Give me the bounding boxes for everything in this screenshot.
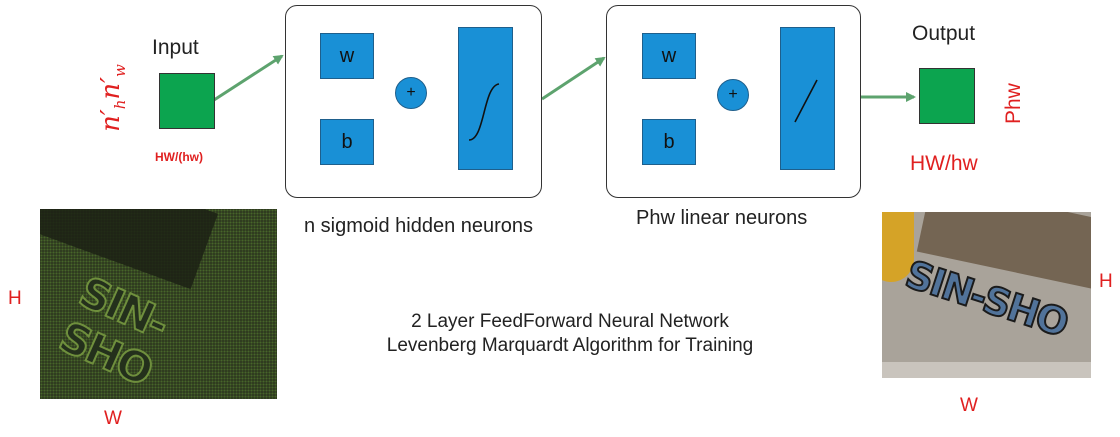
description-line-2: Levenberg Marquardt Algorithm for Traini… bbox=[386, 335, 754, 356]
output-title: Output bbox=[912, 22, 976, 45]
input-size-label: HW/(hw) bbox=[155, 150, 203, 164]
left-image-height-label: H bbox=[8, 288, 22, 309]
input-title: Input bbox=[152, 36, 199, 59]
output-image: SIN-SHO bbox=[882, 212, 1091, 378]
right-image-height-label: H bbox=[1099, 271, 1113, 292]
linear-transfer-block bbox=[780, 27, 835, 170]
output-node bbox=[919, 68, 975, 124]
sigmoid-transfer-block bbox=[458, 27, 513, 170]
hidden-layer-caption: n sigmoid hidden neurons bbox=[304, 215, 534, 237]
description-line-1: 2 Layer FeedForward Neural Network bbox=[411, 311, 729, 332]
arrow-input-to-hidden bbox=[213, 54, 284, 102]
right-image-width-label: W bbox=[960, 395, 978, 416]
hidden-bias-cell: b bbox=[320, 119, 374, 165]
left-image-width-label: W bbox=[104, 408, 122, 429]
arrow-hidden-to-output-layer bbox=[541, 56, 606, 101]
output-weight-cell: w bbox=[642, 33, 696, 79]
hidden-sum-node: + bbox=[395, 77, 427, 109]
output-size-label: HW/hw bbox=[910, 152, 978, 175]
linear-line-icon bbox=[794, 79, 818, 123]
input-image: SIN-SHO bbox=[40, 209, 277, 399]
output-sum-node: + bbox=[717, 79, 749, 111]
network-description: 2 Layer FeedForward Neural Network Leven… bbox=[340, 310, 800, 358]
output-side-label: Phw bbox=[1002, 83, 1025, 124]
sigmoid-curve-icon bbox=[468, 83, 500, 141]
output-bias-cell: b bbox=[642, 119, 696, 165]
input-node bbox=[159, 73, 215, 129]
hidden-weight-cell: w bbox=[320, 33, 374, 79]
output-layer-caption: Phw linear neurons bbox=[636, 207, 808, 229]
input-dimension-symbol: n′hn′w bbox=[96, 64, 130, 132]
